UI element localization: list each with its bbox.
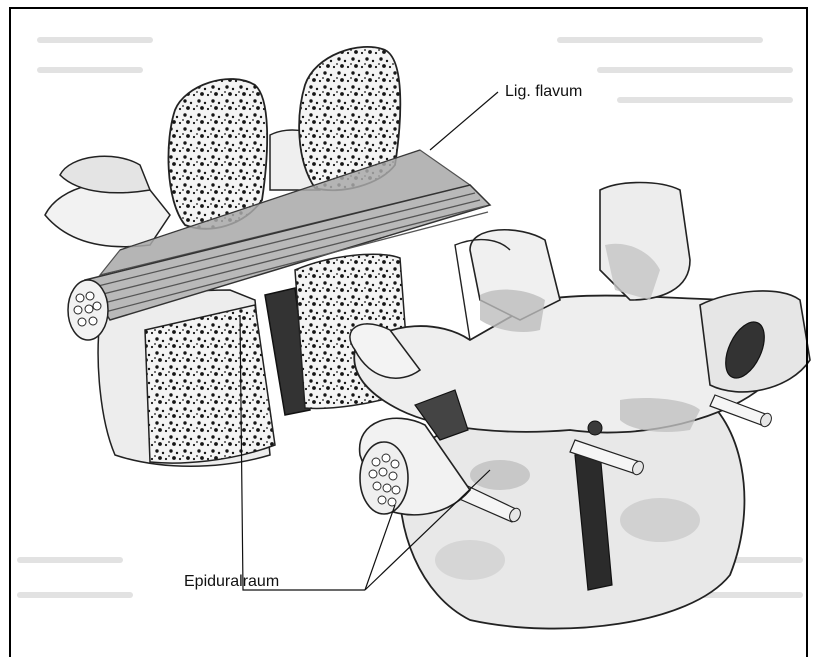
- label-lig-flavum: Lig. flavum: [505, 84, 582, 100]
- label-epiduralraum: Epiduralraum: [184, 574, 279, 590]
